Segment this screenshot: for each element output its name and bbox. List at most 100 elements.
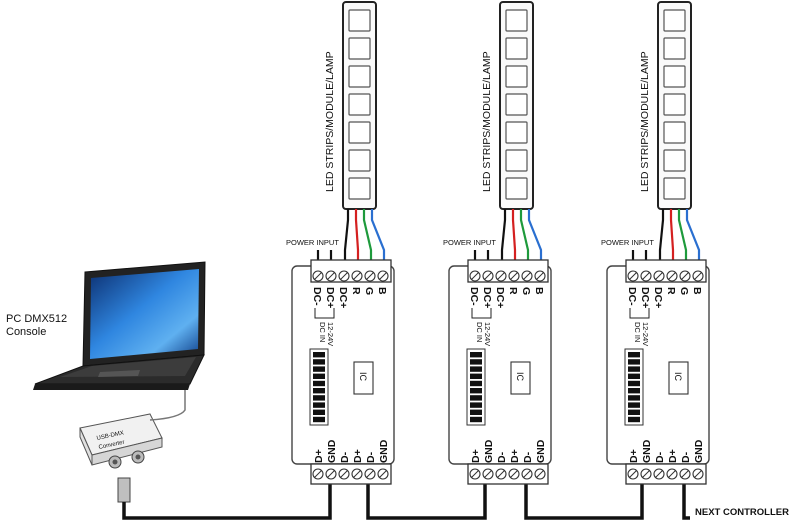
dc-in-label-line1: DC IN bbox=[318, 322, 327, 342]
ic-chip bbox=[353, 361, 374, 395]
ic-label: IC bbox=[515, 372, 525, 382]
dip-switch-toggle bbox=[313, 359, 325, 365]
dip-switch-toggle bbox=[628, 380, 640, 387]
bottom-terminal-block bbox=[310, 463, 392, 485]
bottom-terminal-label: D+ bbox=[667, 449, 679, 463]
led-strip-label: LED STRIPS/MODULE/LAMP bbox=[324, 51, 336, 192]
led-segment bbox=[505, 177, 528, 200]
dip-switch-toggle bbox=[628, 388, 640, 394]
dc-in-bracket bbox=[629, 308, 650, 319]
dc-in-bracket bbox=[471, 308, 492, 319]
strip-wire bbox=[527, 209, 543, 262]
dip-switch-toggle bbox=[313, 402, 325, 408]
led-segment bbox=[505, 93, 528, 116]
strip-wire bbox=[677, 209, 688, 262]
dc-in-label-line1: DC IN bbox=[475, 322, 484, 342]
top-terminal-label: DC+ bbox=[494, 287, 506, 308]
led-segment bbox=[505, 149, 528, 172]
bottom-terminal-label: D- bbox=[339, 451, 351, 463]
dip-switch-toggle bbox=[313, 366, 325, 372]
led-segment bbox=[505, 121, 528, 144]
bottom-terminal-block bbox=[625, 463, 707, 485]
led-segment bbox=[663, 177, 686, 200]
dip-switch-toggle bbox=[628, 409, 640, 415]
bottom-terminal-label: D+ bbox=[352, 449, 364, 463]
dmx-bus-wire bbox=[122, 475, 690, 520]
dc-in-label-line2: 12-24V bbox=[483, 322, 492, 346]
strip-wire bbox=[354, 209, 360, 262]
dip-switch-toggle bbox=[628, 352, 640, 358]
dc-in-label-line1: DC IN bbox=[633, 322, 642, 342]
bottom-terminal-label: GND bbox=[326, 439, 338, 463]
led-segment bbox=[348, 121, 371, 144]
top-terminal-label: B bbox=[533, 287, 545, 295]
power-input-label: POWER INPUT bbox=[601, 238, 654, 247]
top-terminal-label: DC- bbox=[626, 287, 638, 306]
dip-switch-toggle bbox=[628, 416, 640, 423]
top-terminal-label: DC+ bbox=[481, 287, 493, 308]
dip-switch-toggle bbox=[470, 416, 482, 423]
dip-switch-toggle bbox=[313, 409, 325, 415]
dip-switch-toggle bbox=[470, 359, 482, 365]
dip-switch-toggle bbox=[628, 402, 640, 408]
dip-switch-toggle bbox=[313, 388, 325, 394]
top-terminal-label: DC- bbox=[311, 287, 323, 306]
usb-dmx-converter: USB-DMX Converter bbox=[79, 413, 163, 503]
dc-in-label-line2: 12-24V bbox=[641, 322, 650, 346]
led-segment bbox=[505, 37, 528, 60]
bottom-terminal-label: D- bbox=[654, 451, 666, 463]
dip-switch-toggle bbox=[628, 373, 640, 379]
top-terminal-label: B bbox=[691, 287, 703, 295]
top-terminal-block bbox=[625, 259, 707, 283]
top-terminal-label: DC+ bbox=[337, 287, 349, 308]
led-segment bbox=[663, 9, 686, 32]
top-terminal-label: G bbox=[678, 287, 690, 295]
bottom-terminal-label: D+ bbox=[313, 449, 325, 463]
top-terminal-label: DC+ bbox=[324, 287, 336, 308]
power-input-label: POWER INPUT bbox=[286, 238, 339, 247]
led-segment bbox=[348, 149, 371, 172]
top-terminal-label: DC+ bbox=[639, 287, 651, 308]
xlr-plug-icon bbox=[117, 477, 131, 503]
power-input-label: POWER INPUT bbox=[443, 238, 496, 247]
bottom-terminal-label: D+ bbox=[628, 449, 640, 463]
led-strip-icon bbox=[499, 1, 534, 210]
led-segment bbox=[348, 65, 371, 88]
led-strip-icon bbox=[342, 1, 377, 210]
dip-switch-toggle bbox=[628, 359, 640, 365]
top-terminal-label: R bbox=[350, 287, 362, 295]
bottom-terminal-label: GND bbox=[483, 439, 495, 463]
led-segment bbox=[663, 93, 686, 116]
dip-switch-toggle bbox=[470, 388, 482, 394]
led-segment bbox=[505, 65, 528, 88]
led-strip-label: LED STRIPS/MODULE/LAMP bbox=[639, 51, 651, 192]
bottom-terminal-label: D- bbox=[496, 451, 508, 463]
strip-wire bbox=[370, 209, 386, 262]
led-segment bbox=[663, 37, 686, 60]
top-terminal-label: DC- bbox=[468, 287, 480, 306]
dip-switch-toggle bbox=[313, 416, 325, 423]
led-segment bbox=[348, 37, 371, 60]
pc-console-label: PC DMX512 Console bbox=[6, 313, 67, 338]
dip-switch-toggle bbox=[470, 366, 482, 372]
ic-label: IC bbox=[673, 372, 683, 382]
pc-label-line2: Console bbox=[6, 326, 46, 338]
next-controller-label: NEXT CONTROLLER bbox=[695, 507, 789, 518]
bottom-terminal-label: GND bbox=[641, 439, 653, 463]
bottom-terminal-label: D+ bbox=[470, 449, 482, 463]
top-terminal-label: R bbox=[665, 287, 677, 295]
top-terminal-label: G bbox=[363, 287, 375, 295]
dip-switch-toggle bbox=[470, 402, 482, 408]
top-terminal-block bbox=[310, 259, 392, 283]
ic-label: IC bbox=[358, 372, 368, 382]
dip-switch-toggle bbox=[628, 395, 640, 401]
led-segment bbox=[348, 93, 371, 116]
bottom-terminal-label: D+ bbox=[509, 449, 521, 463]
dip-switch-icon bbox=[309, 348, 329, 426]
bottom-terminal-label: GND bbox=[378, 439, 390, 463]
led-segment bbox=[663, 65, 686, 88]
bottom-terminal-label: D- bbox=[522, 451, 534, 463]
converter-label-line1: USB-DMX bbox=[96, 430, 124, 442]
